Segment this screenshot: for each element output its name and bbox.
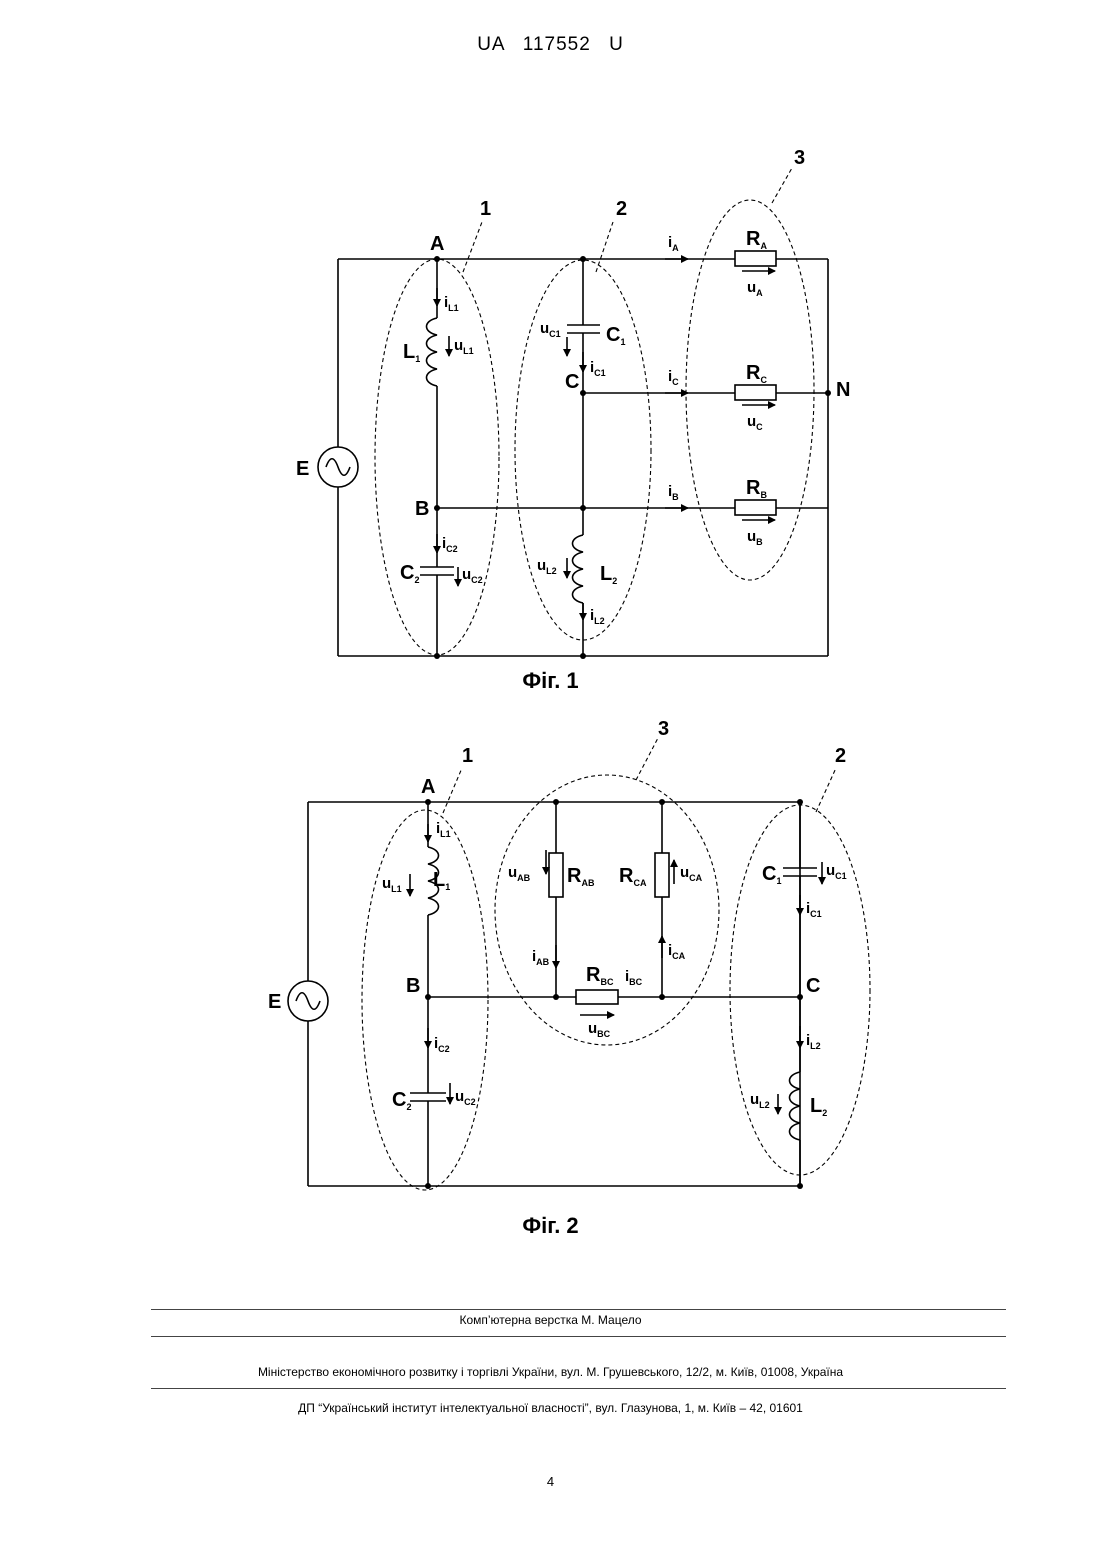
figure-2-circuit: 1 3 2 A B C E L1 L2 C1 C2 iL1 uL1 iC2 uC… xyxy=(0,0,1101,1250)
footer-rule-middle xyxy=(151,1336,1006,1337)
inductor-l2-label: L2 xyxy=(810,1095,827,1118)
ministry-address: Міністерство економічного розвитку і тор… xyxy=(0,1365,1101,1379)
callout-2: 2 xyxy=(835,745,846,767)
voltage-uc1-label: uC1 xyxy=(826,862,847,881)
current-ic1-label: iC1 xyxy=(806,900,822,919)
voltage-uc2-label: uC2 xyxy=(455,1088,476,1107)
current-ica-label: iCA xyxy=(668,942,686,961)
page-number: 4 xyxy=(0,1474,1101,1489)
inductor-l1-label: L1 xyxy=(433,869,450,892)
source-e-label: E xyxy=(268,991,281,1013)
resistor-rbc-label: RBC xyxy=(586,964,614,987)
capacitor-c1-label: C1 xyxy=(762,863,781,886)
resistor-rab-label: RAB xyxy=(567,865,595,888)
voltage-uca-label: uCA xyxy=(680,864,703,883)
current-iab-label: iAB xyxy=(532,948,550,967)
figure-2-caption: Фіг. 2 xyxy=(0,1213,1101,1239)
callout-3: 3 xyxy=(658,718,669,740)
voltage-ul2-label: uL2 xyxy=(750,1091,770,1110)
current-il2-label: iL2 xyxy=(806,1032,821,1051)
callout-1: 1 xyxy=(462,745,473,767)
footer-rule-top xyxy=(151,1309,1006,1310)
institute-address: ДП “Український інститут інтелектуальної… xyxy=(0,1401,1101,1415)
node-b-label: B xyxy=(406,975,420,997)
voltage-uab-label: uAB xyxy=(508,864,531,883)
voltage-ubc-label: uBC xyxy=(588,1020,611,1039)
node-c-label: C xyxy=(806,975,820,997)
capacitor-c2-label: C2 xyxy=(392,1089,411,1112)
voltage-ul1-label: uL1 xyxy=(382,875,402,894)
current-ibc-label: iBC xyxy=(625,968,643,987)
current-ic2-label: iC2 xyxy=(434,1035,450,1054)
layout-credit: Комп’ютерна верстка М. Мацело xyxy=(0,1313,1101,1327)
resistor-rca-label: RCA xyxy=(619,865,647,888)
node-a-label: A xyxy=(421,776,435,798)
footer-rule-bottom xyxy=(151,1388,1006,1389)
